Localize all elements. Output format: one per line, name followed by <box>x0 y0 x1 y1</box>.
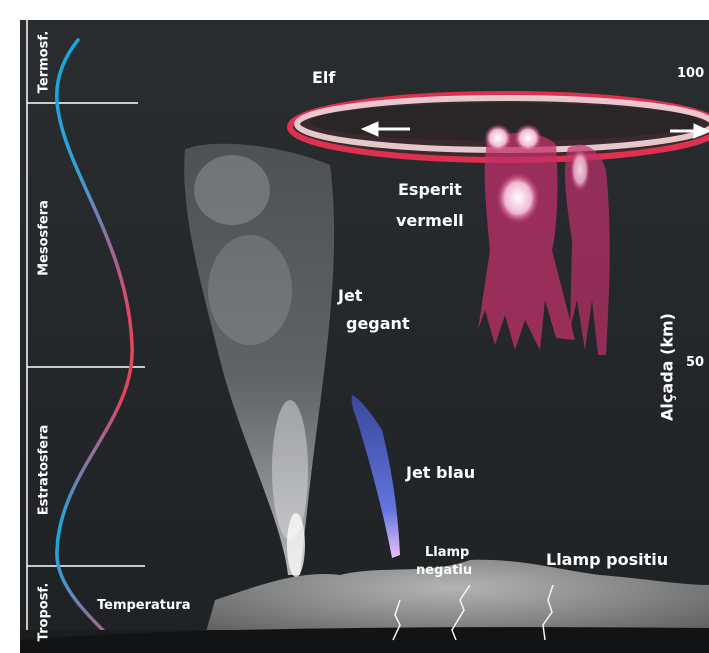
blue-jet-label: Jet blau <box>406 463 475 482</box>
positive-lightning-label: Llamp positiu <box>546 550 668 569</box>
gigantic-jet-label-line1: Jet <box>338 286 362 305</box>
negative-lightning-label-line2: negatiu <box>416 563 472 578</box>
red-sprite-label-line1: Esperit <box>398 180 462 199</box>
layer-label-stratosphere: Estratosfera <box>37 425 52 516</box>
temperature-label: Temperatura <box>97 598 190 613</box>
elf-label: Elf <box>312 68 335 87</box>
red-sprite-label-line2: vermell <box>396 211 464 230</box>
altitude-tick-100: 100 <box>677 66 704 81</box>
altitude-axis-label: Alçada (km) <box>658 313 677 421</box>
layer-label-thermosphere: Termosf. <box>37 31 52 93</box>
gigantic-jet-label-line2: gegant <box>346 314 410 333</box>
negative-lightning-label-line1: Llamp <box>425 545 469 560</box>
layer-label-troposphere: Troposf. <box>37 583 52 642</box>
layer-label-mesosphere: Mesosfera <box>37 200 52 276</box>
altitude-tick-50: 50 <box>686 355 704 370</box>
